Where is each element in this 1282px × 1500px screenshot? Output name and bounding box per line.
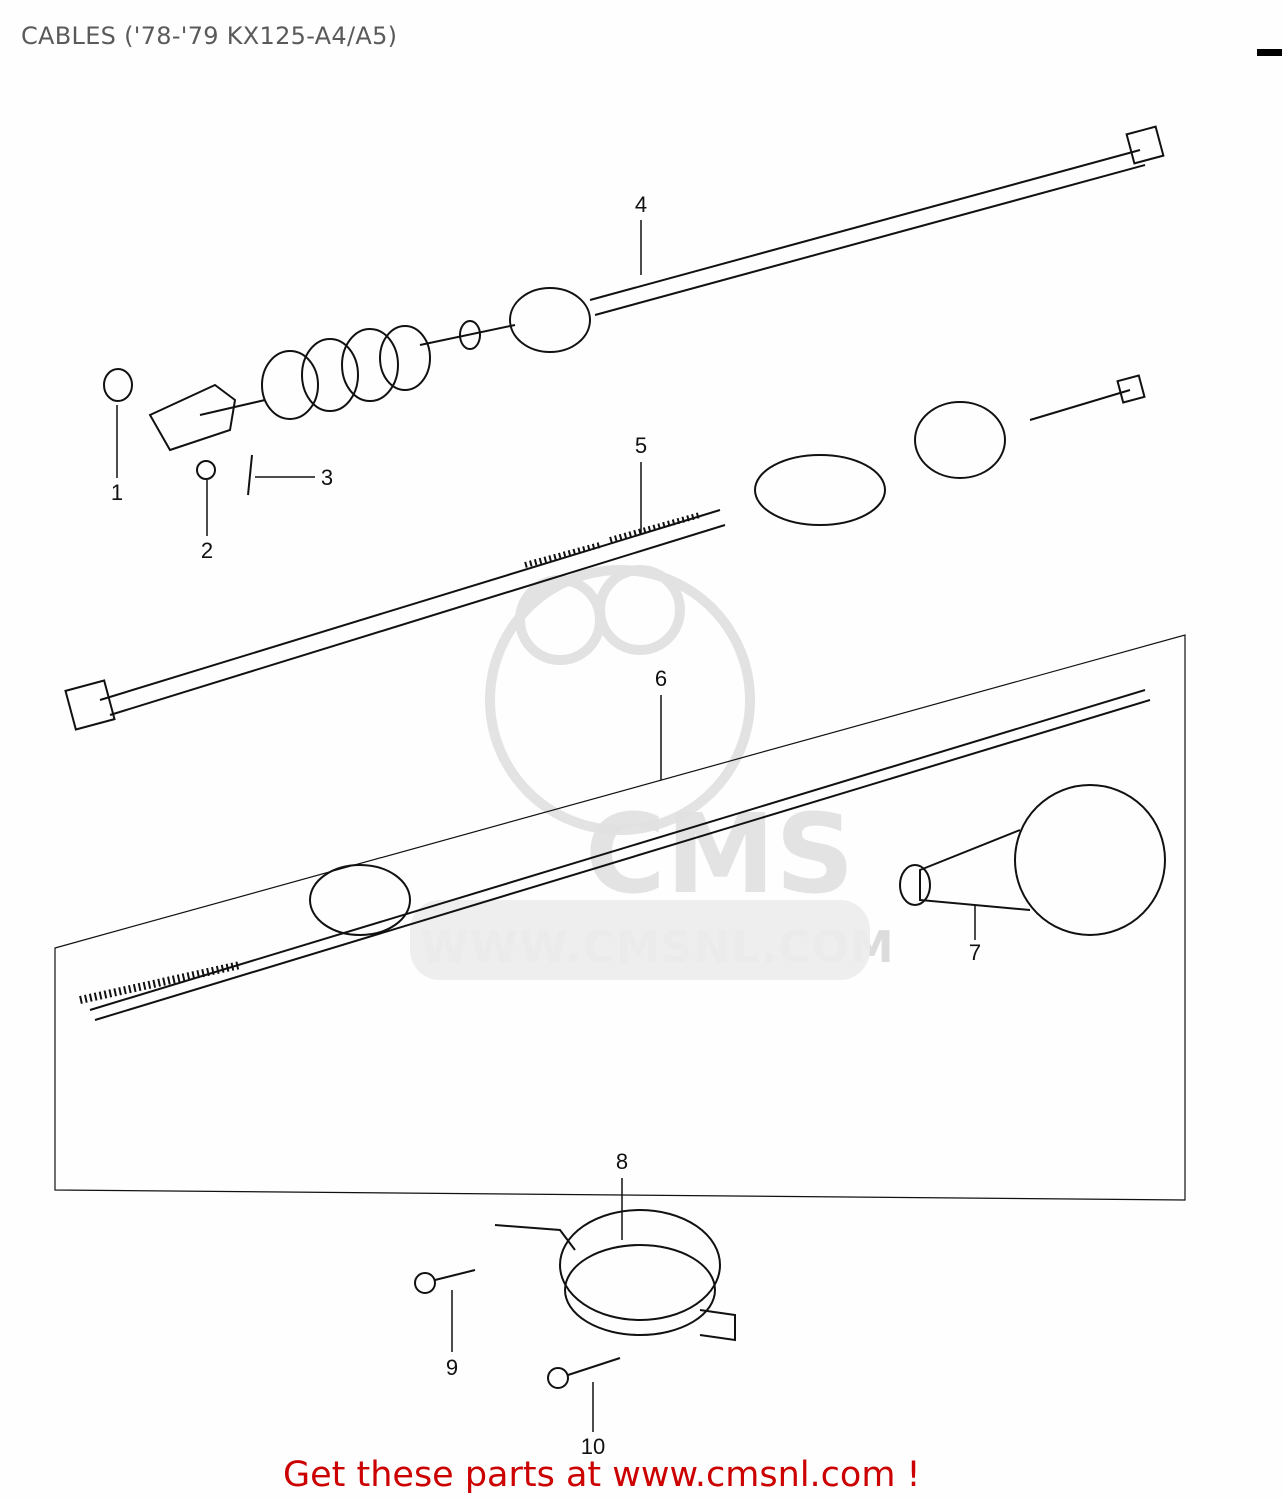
screw-10 (547, 1357, 621, 1389)
callout-8[interactable]: 8 (615, 1149, 629, 1174)
leader-lines (116, 220, 976, 1432)
cable-4 (199, 125, 1165, 420)
clamp-8 (494, 1209, 736, 1342)
screw-9 (414, 1269, 476, 1294)
callout-10[interactable]: 10 (580, 1434, 606, 1459)
clevis-parts (103, 368, 253, 496)
callout-2[interactable]: 2 (200, 538, 214, 563)
page-title: CABLES ('78-'79 KX125-A4/A5) (21, 22, 398, 50)
callout-6[interactable]: 6 (654, 666, 668, 691)
callout-7[interactable]: 7 (968, 940, 982, 965)
callout-3[interactable]: 3 (320, 465, 334, 490)
callout-9[interactable]: 9 (445, 1355, 459, 1380)
watermark-mascot (410, 565, 870, 980)
callout-4[interactable]: 4 (634, 192, 648, 217)
cable-6-group (54, 634, 1186, 1201)
corner-mark (1257, 49, 1282, 56)
callout-1[interactable]: 1 (110, 480, 124, 505)
watermark-logo: CMS (585, 790, 855, 918)
footer-cta-link[interactable]: Get these parts at www.cmsnl.com ! (283, 1455, 921, 1495)
boot-7 (899, 784, 1166, 936)
cable-5 (64, 374, 1146, 731)
callout-5[interactable]: 5 (634, 433, 648, 458)
